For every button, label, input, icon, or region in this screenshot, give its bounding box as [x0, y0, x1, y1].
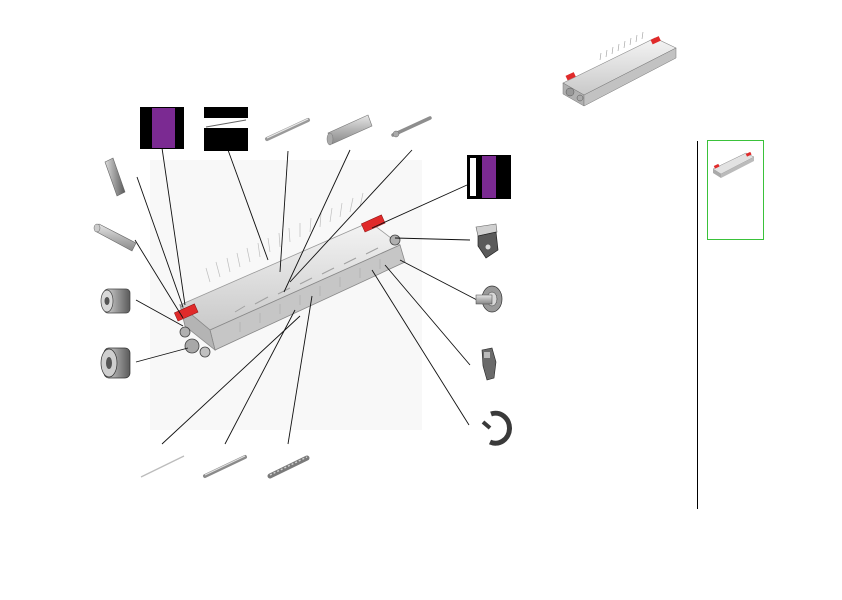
main-assembly — [150, 160, 422, 430]
film-strip-sheet-icon[interactable] — [204, 107, 248, 151]
cylinder-roller-icon[interactable] — [104, 157, 126, 197]
bracket-lever-icon[interactable] — [475, 223, 499, 259]
brush-bristles — [205, 192, 364, 283]
flanged-bushing-icon[interactable] — [475, 285, 503, 313]
leader-lines — [134, 147, 478, 445]
small-latch-icon[interactable] — [481, 347, 497, 381]
e-clip-ring-icon[interactable] — [481, 410, 512, 446]
ribbed-shaft-icon[interactable] — [267, 455, 310, 479]
short-pin-icon[interactable] — [391, 116, 432, 138]
assembly-preview — [562, 31, 677, 107]
threaded-shaft-icon[interactable] — [203, 455, 247, 478]
purple-label-sheet-icon[interactable] — [140, 107, 184, 149]
pulley-wheel-icon[interactable] — [100, 347, 131, 379]
panel-divider — [697, 141, 698, 509]
assembly-thumbnail-icon[interactable] — [708, 141, 763, 239]
drum-roller-icon[interactable] — [100, 288, 131, 314]
wire-rod-icon[interactable] — [140, 455, 185, 478]
thin-shaft-icon[interactable] — [265, 118, 310, 141]
thumbnail-panel[interactable] — [707, 140, 764, 240]
purple-label-sheet-right-icon[interactable] — [467, 155, 511, 199]
long-cylinder-icon[interactable] — [93, 223, 137, 252]
round-bar-icon[interactable] — [326, 114, 373, 146]
